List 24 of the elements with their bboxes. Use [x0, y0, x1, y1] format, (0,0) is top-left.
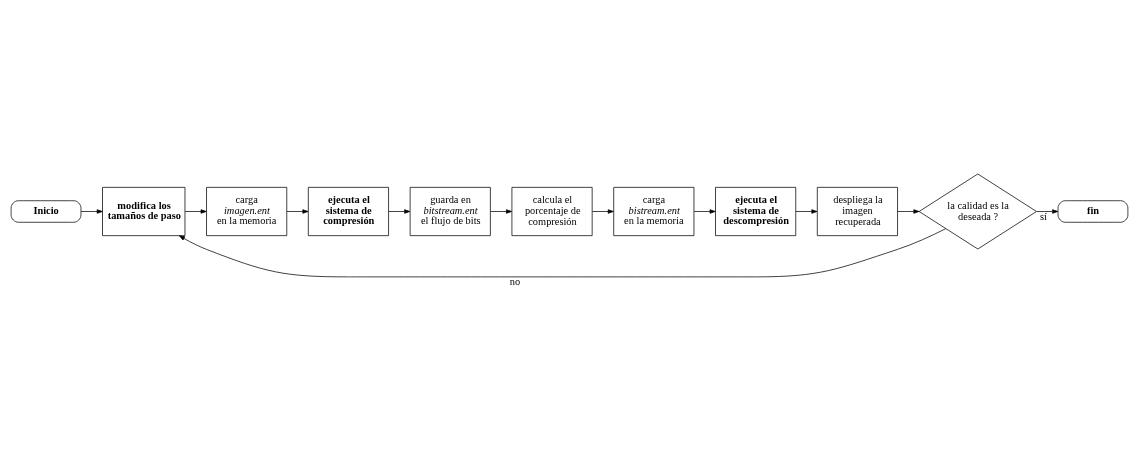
node-box: ejecuta el sistema de descompresión	[715, 187, 797, 236]
arrow	[1036, 209, 1059, 214]
node-box: fin	[1057, 200, 1129, 223]
arrow	[80, 209, 103, 214]
node-box: carga bistream.ent en la memoria	[613, 187, 695, 236]
node-box: ejecuta el sistema de compresión	[307, 187, 389, 236]
arrow	[897, 209, 920, 214]
node-box: modifica los tamaños de paso	[102, 187, 186, 236]
arrow	[795, 209, 818, 214]
arrow	[490, 209, 512, 214]
arrow	[184, 209, 207, 214]
node-box: calcula el porcentaje de compresión	[511, 187, 593, 236]
node-box: Inicio	[10, 200, 82, 223]
node-box: despliega la imagen recuperada	[816, 187, 898, 236]
edge-label: sí	[1039, 210, 1047, 222]
node-box: carga imagen.ent en la memoria	[206, 187, 288, 236]
node-box: guarda en bitstream.ent el flujo de bits	[409, 187, 491, 236]
arrow	[179, 228, 947, 278]
node-diamond: la calidad es la deseada ?	[918, 173, 1037, 250]
arrow	[286, 209, 309, 214]
edge-label: no	[509, 276, 521, 288]
arrow	[388, 209, 411, 214]
arrow	[592, 209, 614, 214]
arrow	[693, 209, 716, 214]
